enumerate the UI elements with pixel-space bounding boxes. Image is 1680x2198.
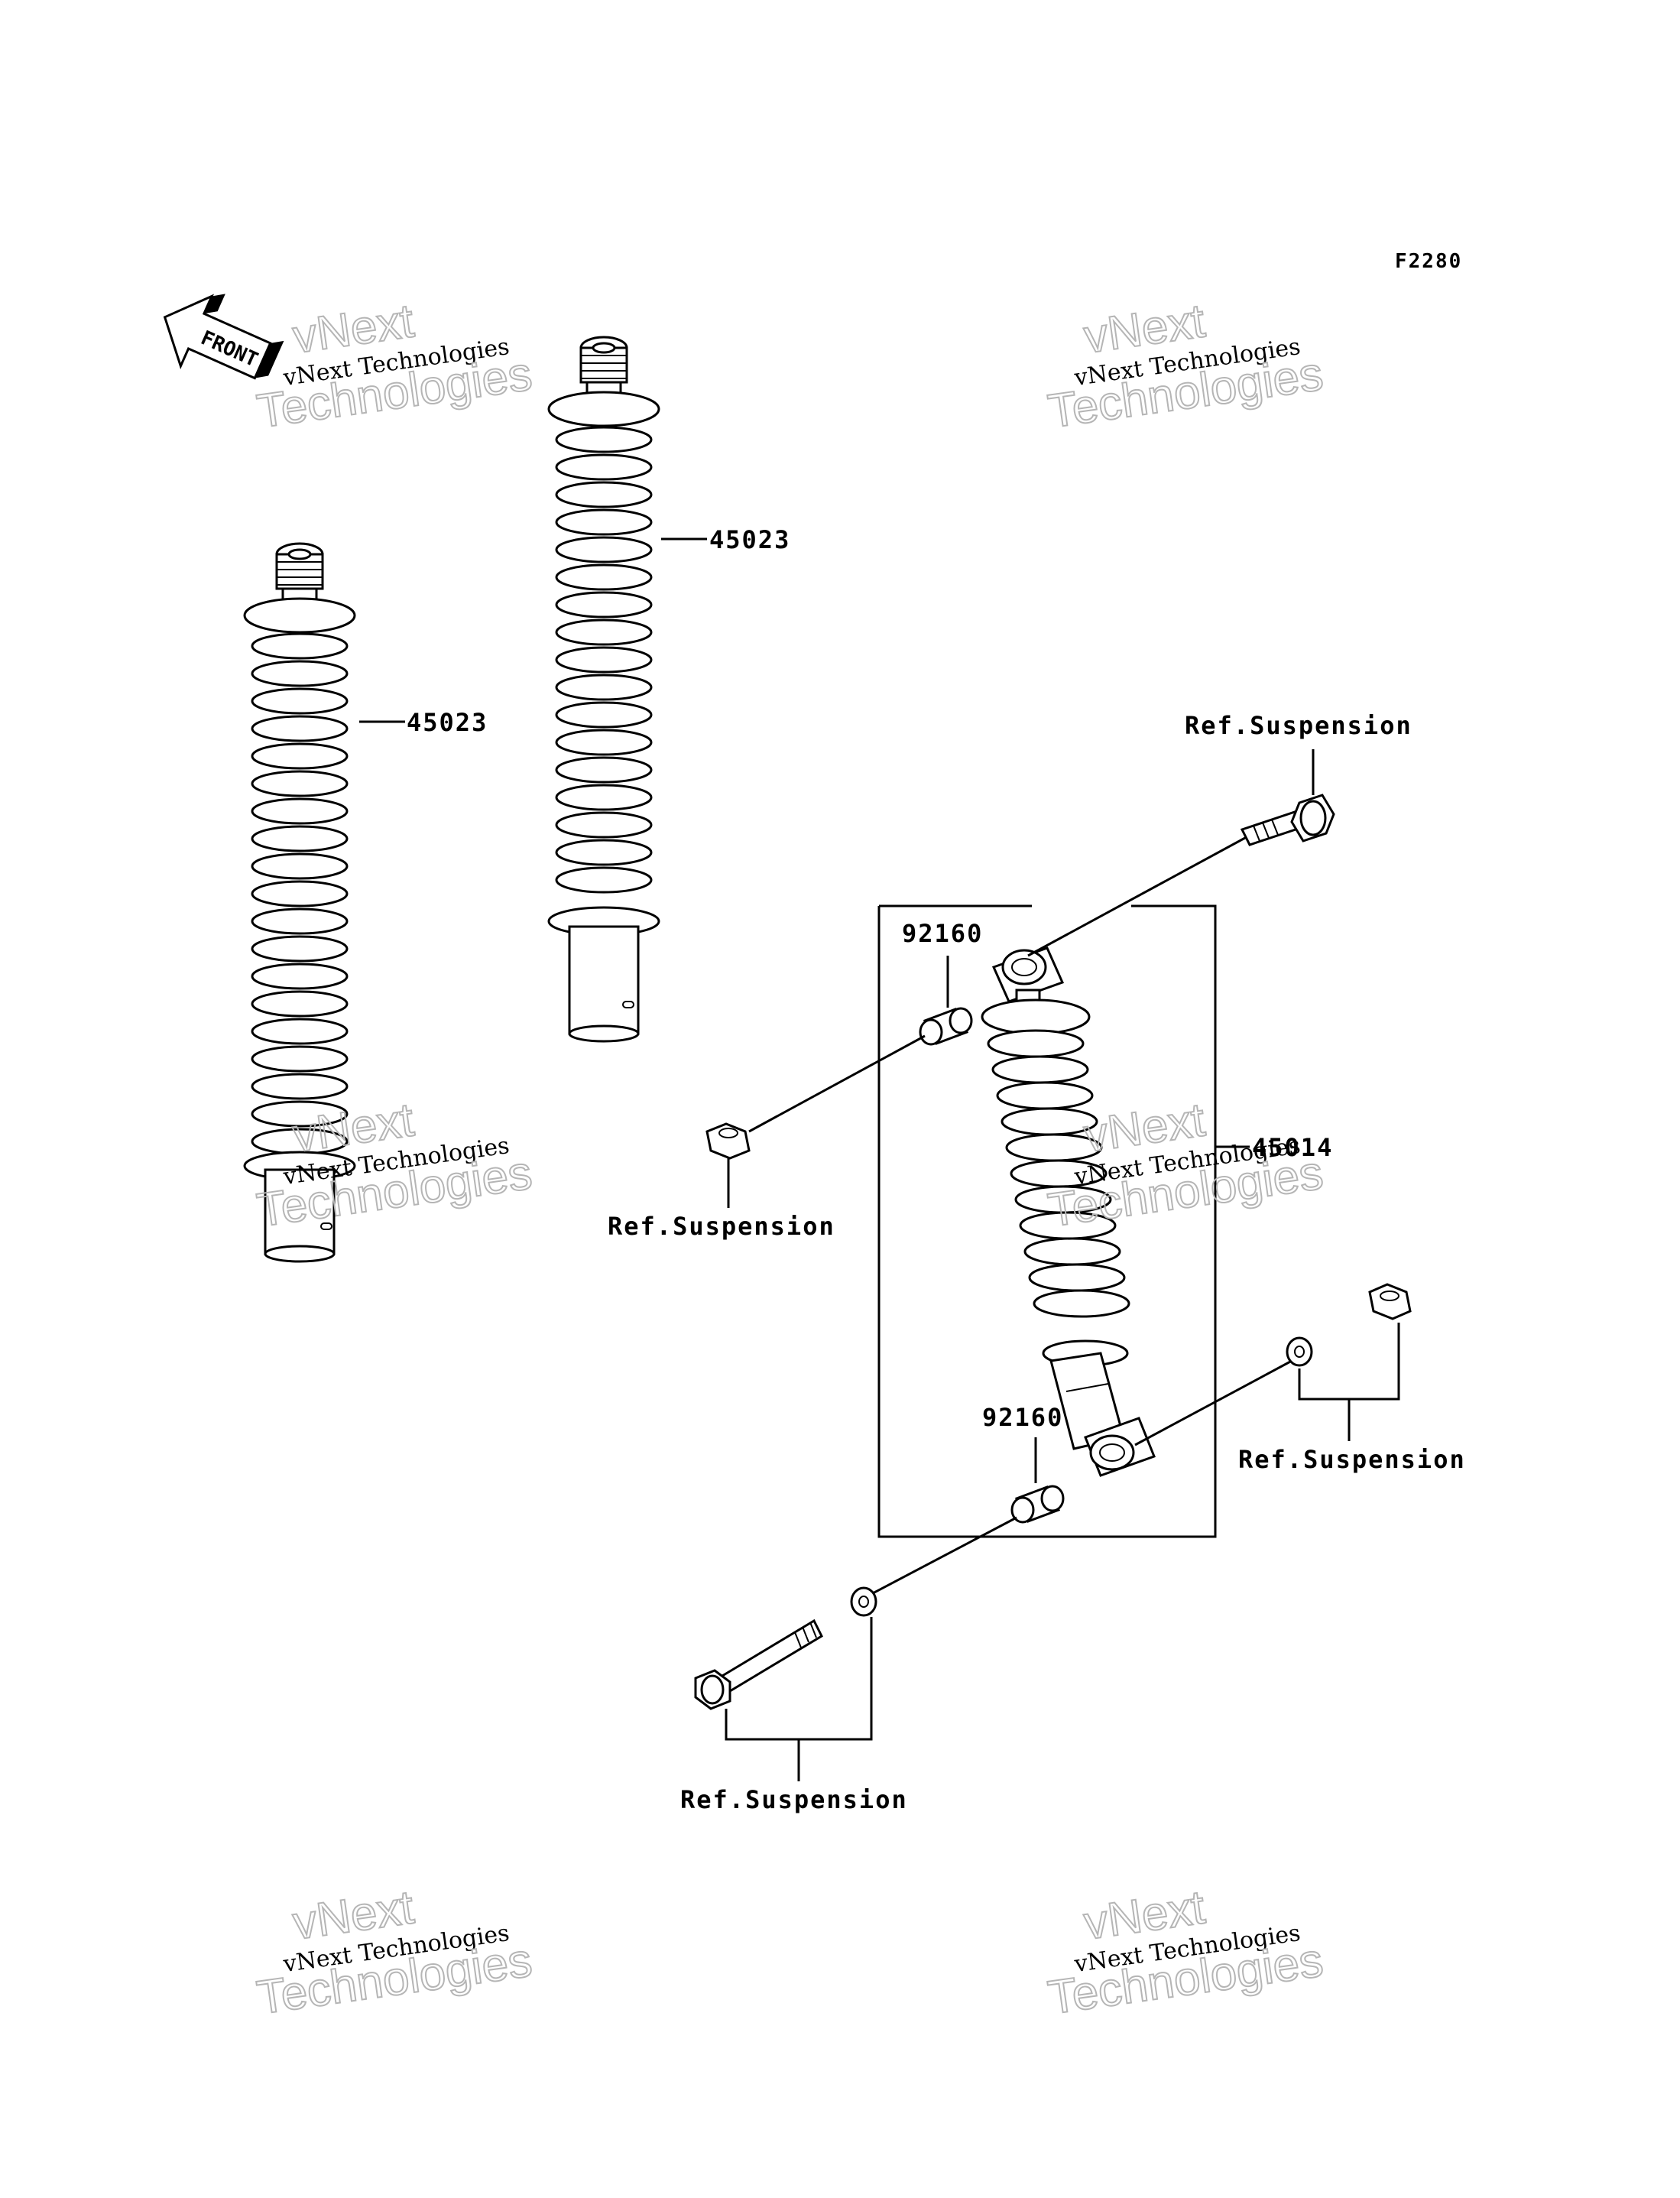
watermark-6: vNext vNext Technologies Technologies xyxy=(1044,1880,1327,2025)
spring-middle xyxy=(547,336,660,1043)
ref-right-nut: Ref.Suspension xyxy=(1238,1445,1466,1474)
watermark-5: vNext vNext Technologies Technologies xyxy=(253,1880,536,2025)
spring-coils-left xyxy=(251,632,349,1155)
upper-bushing xyxy=(919,1007,973,1046)
upper-bolt xyxy=(1027,794,1335,957)
lower-bolt xyxy=(694,1618,823,1710)
ref-lower-bolt: Ref.Suspension xyxy=(680,1785,908,1814)
callout-shock-assembly: 45014 xyxy=(1252,1133,1333,1162)
watermark-1: vNext vNext Technologies Technologies xyxy=(253,294,536,439)
lower-washer xyxy=(850,1586,877,1617)
left-nut xyxy=(705,1122,751,1160)
callout-spring-left: 45023 xyxy=(407,708,488,737)
spring-coils-shock xyxy=(987,1029,1130,1318)
spring-left xyxy=(243,542,356,1263)
callout-bushing-upper: 92160 xyxy=(902,919,983,948)
ref-left-nut: Ref.Suspension xyxy=(608,1212,835,1241)
right-nut xyxy=(1368,1283,1412,1320)
lower-bushing xyxy=(1010,1485,1065,1524)
diagram-code: F2280 xyxy=(1395,250,1462,273)
front-arrow-icon: FRONT xyxy=(163,294,284,380)
watermark-2: vNext vNext Technologies Technologies xyxy=(1044,294,1327,439)
callout-spring-middle: 45023 xyxy=(709,525,790,554)
ref-upper-bolt: Ref.Suspension xyxy=(1185,711,1412,740)
callout-bushing-lower: 92160 xyxy=(982,1403,1063,1432)
shock-absorber xyxy=(981,946,1156,1477)
right-washer xyxy=(1286,1336,1313,1367)
spring-coils-middle xyxy=(555,426,653,894)
